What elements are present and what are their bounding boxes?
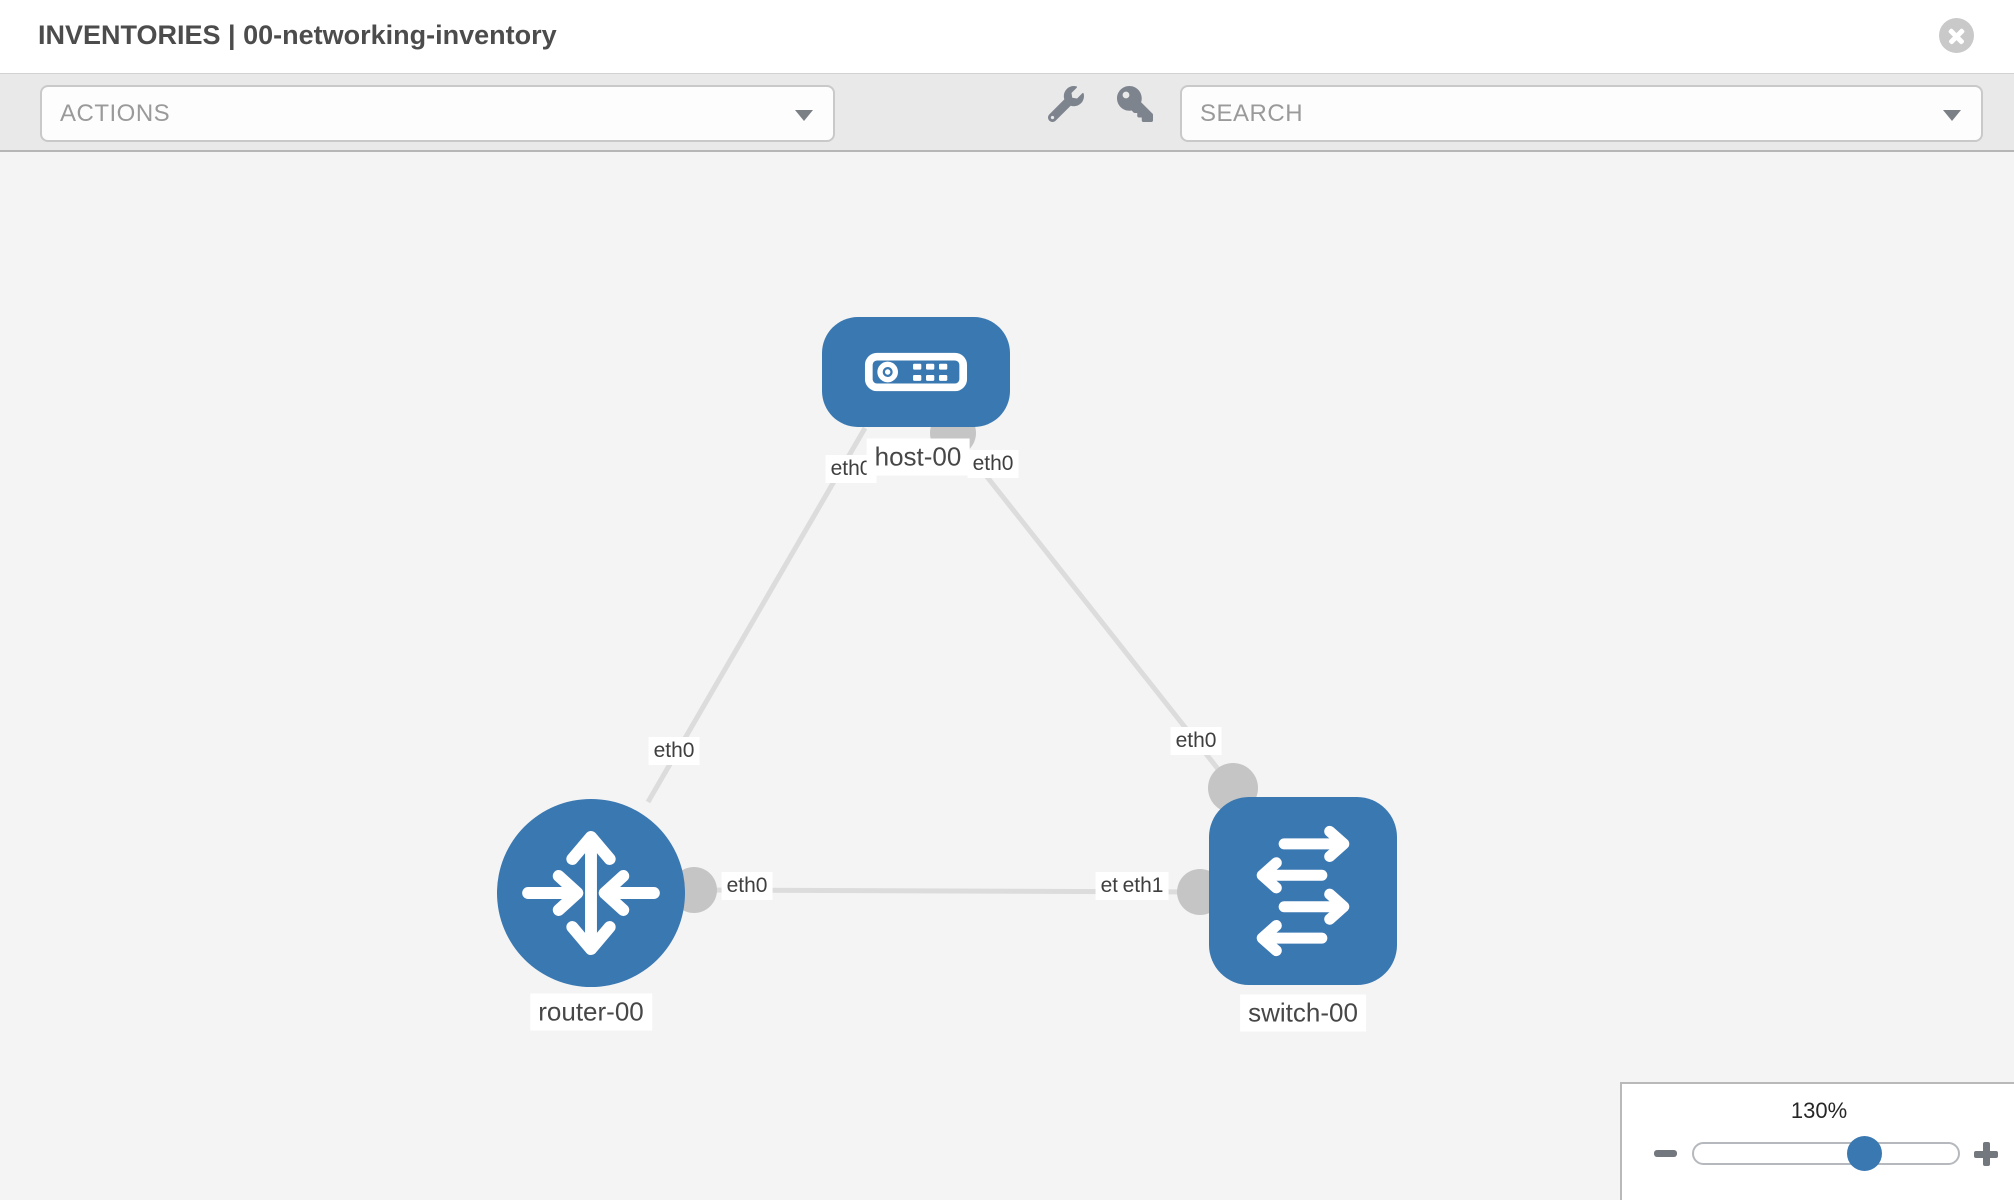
topology-graph: [497, 317, 1397, 987]
search-dropdown-label: SEARCH: [1200, 99, 1304, 127]
node-host-00[interactable]: [822, 317, 1010, 427]
key-icon[interactable]: [1117, 86, 1153, 122]
search-dropdown[interactable]: SEARCH: [1180, 85, 1983, 142]
host-node-shape[interactable]: [822, 317, 1010, 427]
switch-node-shape[interactable]: [1209, 797, 1397, 985]
zoom-slider-thumb[interactable]: [1846, 1136, 1882, 1171]
zoom-slider[interactable]: [1692, 1136, 1960, 1171]
node-switch-00[interactable]: [1209, 797, 1397, 985]
wrench-icon[interactable]: [1047, 86, 1084, 123]
link-host-00_switch-00: [948, 428, 1235, 790]
chevron-down-icon: [795, 110, 813, 121]
link-router-00_switch-00: [693, 887, 1201, 895]
close-icon: [1939, 18, 1974, 53]
page-title: INVENTORIES | 00-networking-inventory: [38, 20, 557, 50]
node-router-00[interactable]: [497, 799, 685, 987]
chevron-down-icon: [1943, 110, 1961, 121]
zoom-out-button[interactable]: [1654, 1150, 1677, 1157]
zoom-in-button[interactable]: [1974, 1142, 1998, 1166]
actions-dropdown[interactable]: ACTIONS: [40, 85, 835, 142]
toolbar: ACTIONS SEARCH: [0, 73, 2014, 152]
header: INVENTORIES | 00-networking-inventory: [0, 0, 2014, 73]
zoom-panel: 130%: [1620, 1082, 2014, 1200]
zoom-level: 130%: [1790, 1098, 1848, 1123]
actions-dropdown-label: ACTIONS: [60, 99, 171, 127]
close-button[interactable]: [1939, 18, 1974, 53]
link-host-00_router-00: [645, 426, 868, 804]
